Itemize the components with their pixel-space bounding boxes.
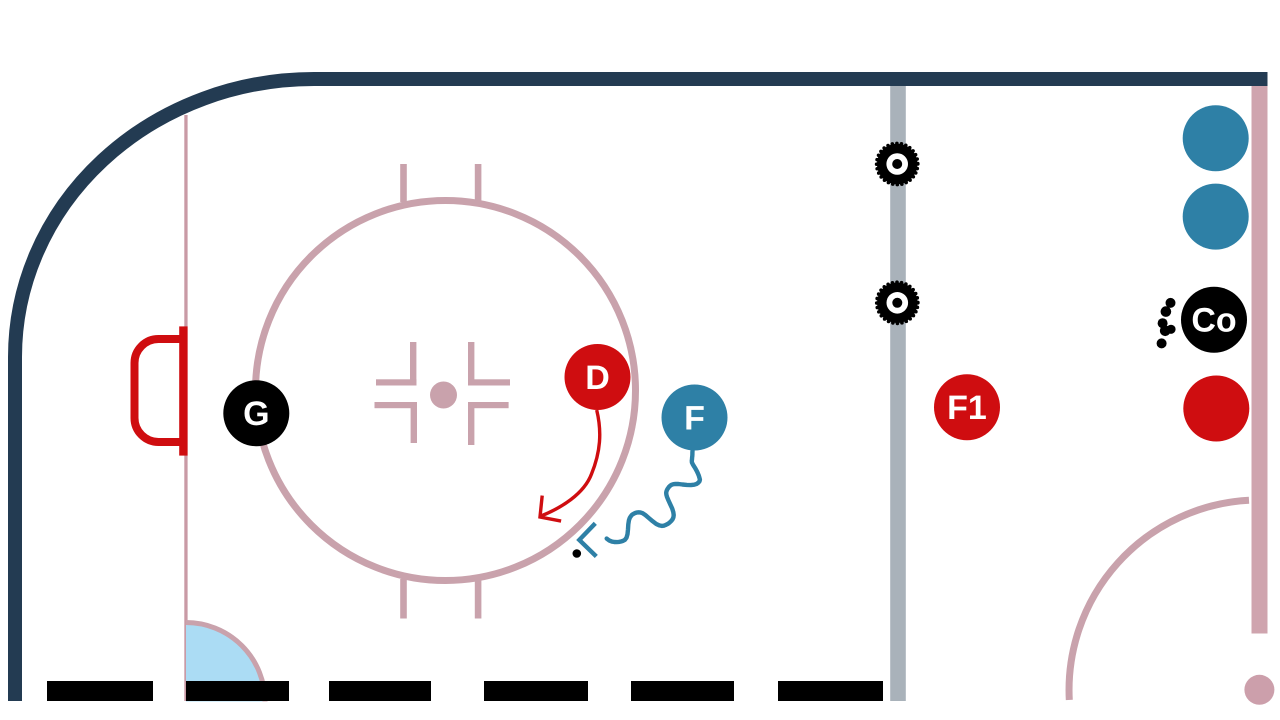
svg-text:F: F <box>684 400 705 438</box>
svg-text:D: D <box>585 359 610 397</box>
svg-text:F1: F1 <box>947 389 987 427</box>
svg-text:Co: Co <box>1191 302 1236 340</box>
svg-text:G: G <box>243 395 269 433</box>
